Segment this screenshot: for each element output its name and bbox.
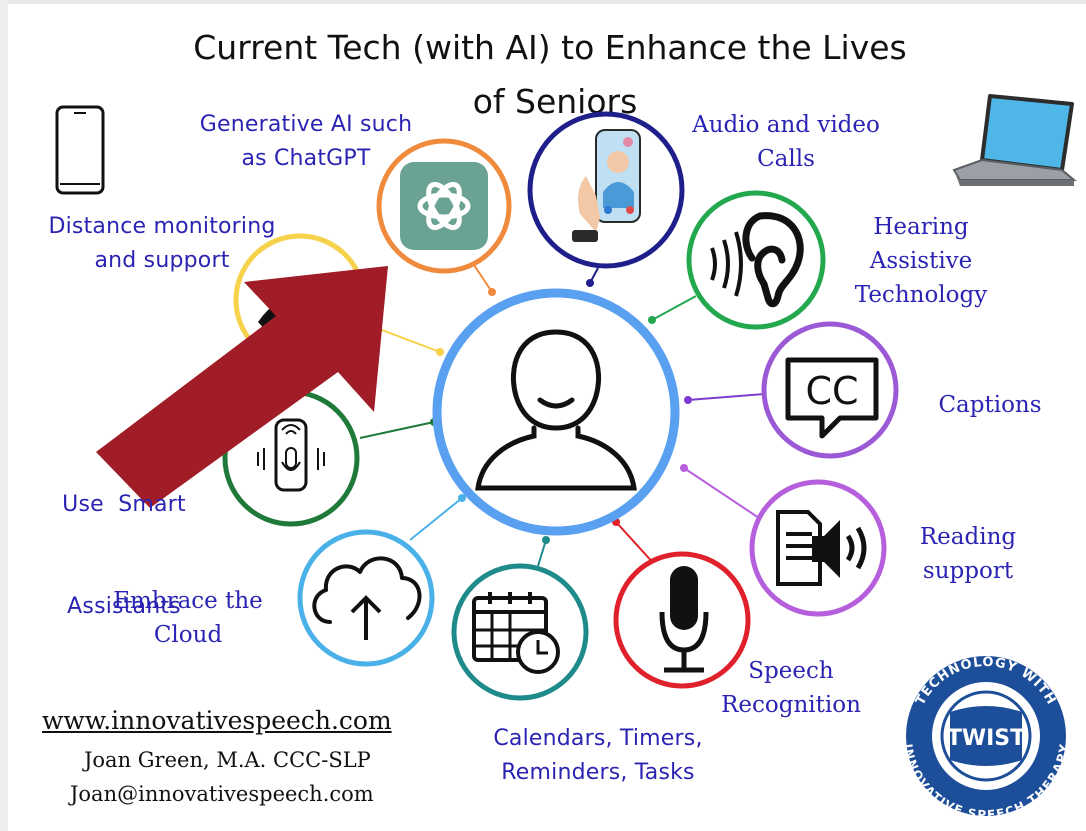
document-speaker-icon	[749, 479, 887, 617]
laptop-icon	[952, 94, 1077, 186]
label-assistants: Use Smart Assistants	[62, 492, 186, 619]
pointer-arrow	[96, 266, 388, 508]
cloud-upload-icon	[297, 529, 435, 667]
chatgpt-logo-icon	[376, 138, 512, 274]
twist-logo: TECHNOLOGY WITH INNOVATIVE SPEECH THERAP…	[901, 655, 1071, 822]
label-calls: Audio and video Calls	[692, 112, 880, 172]
smartphone-icon	[55, 105, 105, 195]
website-link[interactable]: www.innovativespeech.com	[42, 706, 392, 735]
label-hearing: Hearing Assistive Technology	[854, 214, 988, 308]
ear-sound-icon	[686, 190, 826, 330]
video-call-phone-icon	[527, 111, 685, 269]
person-icon	[475, 329, 637, 491]
calendar-clock-icon	[451, 563, 589, 701]
closed-captions-icon: CC	[761, 321, 899, 459]
connector-dots	[430, 279, 692, 544]
label-monitoring: Distance monitoring and support	[48, 214, 276, 273]
label-speech: Speech Recognition	[721, 658, 861, 718]
label-captions: Captions	[938, 392, 1042, 418]
label-generative-ai: Generative AI such as ChatGPT	[199, 112, 413, 171]
microphone-icon	[613, 551, 751, 689]
svg-text:CC: CC	[805, 369, 858, 413]
label-calendars: Calendars, Timers, Reminders, Tasks	[493, 726, 703, 785]
logo-text: TWIST	[947, 726, 1025, 751]
connectors	[349, 261, 765, 567]
center-person	[432, 288, 680, 536]
author-email[interactable]: Joan@innovativespeech.com	[70, 782, 374, 806]
title-line-1: Current Tech (with AI) to Enhance the Li…	[193, 28, 907, 67]
label-reading: Reading support	[919, 524, 1017, 584]
author-name: Joan Green, M.A. CCC-SLP	[84, 748, 371, 772]
label-cloud: Embrace the Cloud	[113, 588, 263, 648]
